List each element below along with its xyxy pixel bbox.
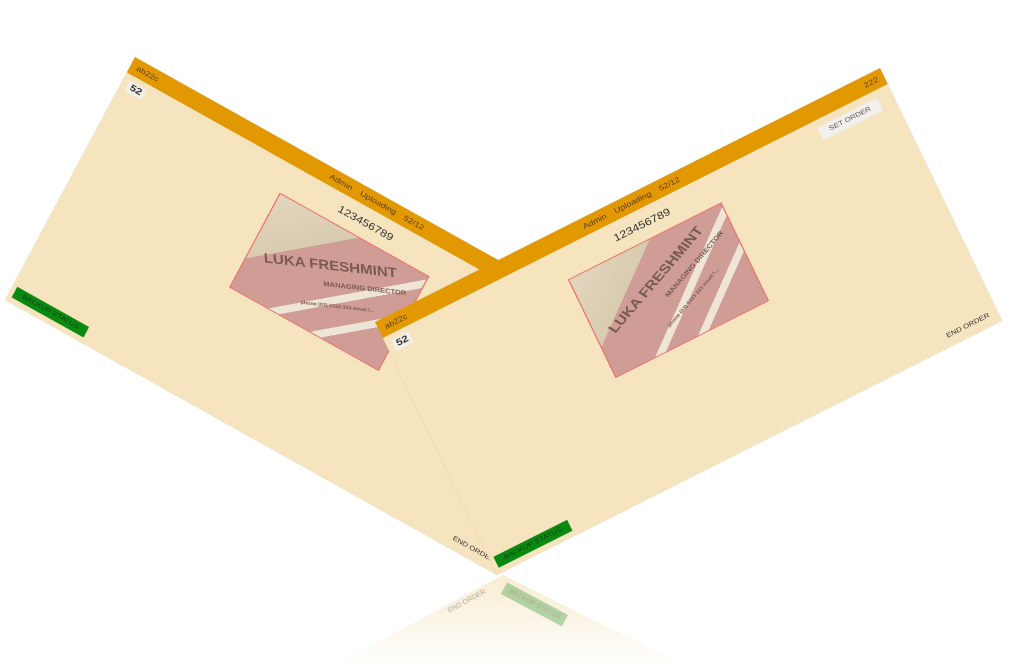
header-count: 222 xyxy=(862,75,880,90)
card-title: MANAGING DIRECTOR xyxy=(323,281,407,298)
backup-status-label: BACKUP STATUS xyxy=(502,526,564,562)
end-order-button[interactable]: END ORDER xyxy=(945,312,991,340)
backup-status-label: BACKUP STATUS xyxy=(20,293,81,331)
card-contact: phone (03) 5333 333 email l... xyxy=(666,267,721,329)
order-panel-front: ab22c Admin Uploading 52/12 222 52 12345… xyxy=(375,68,1003,575)
card-contact: phone (03) 5333 333 email l... xyxy=(300,299,375,315)
card-name: LUKA FRESHMINT xyxy=(263,249,398,281)
backup-status-button[interactable]: BACKUP STATUS xyxy=(493,519,573,568)
backup-status-button[interactable]: BACKUP STATUS xyxy=(11,286,90,338)
